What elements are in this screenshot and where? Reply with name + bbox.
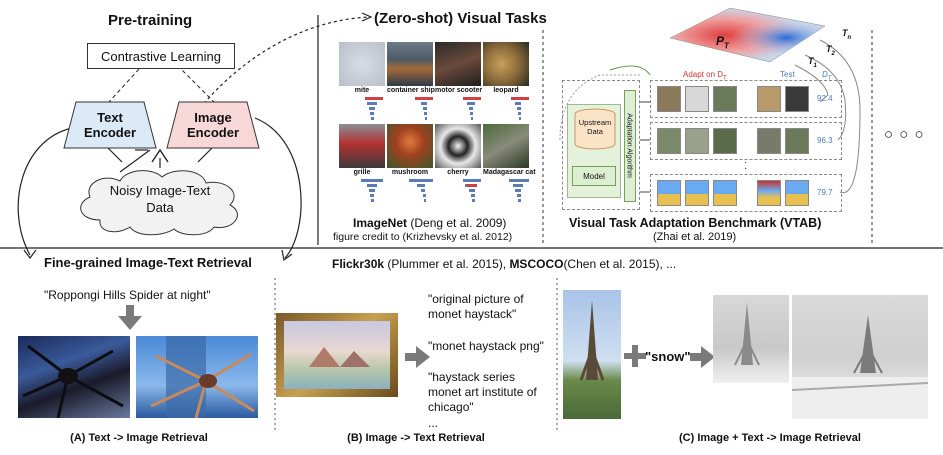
imagenet-grid: mite container ship motor scooter leopar…	[337, 42, 536, 210]
class-label: leopard	[493, 87, 519, 94]
retrieval-datasets: Flickr30k (Plummer et al. 2015), MSCOCO(…	[332, 257, 677, 271]
image-encoder-shape	[166, 101, 260, 149]
task-distribution-surface	[669, 7, 826, 63]
caption-b: (B) Image -> Text Retrieval	[347, 432, 485, 444]
b-text-4: ...	[428, 416, 439, 430]
container-ship-image	[387, 42, 433, 86]
t-n-label: Tn	[842, 28, 852, 41]
task-row-1: 92.4	[650, 80, 842, 118]
eiffel-tower-photo	[563, 290, 621, 419]
noisy-data-cloud	[80, 170, 238, 236]
b-text-3: "haystack series monet art institute of …	[428, 370, 537, 414]
text-encoder-label: Text Encoder	[83, 110, 136, 140]
zeroshot-title: (Zero-shot) Visual Tasks	[374, 10, 547, 27]
b-text-2: "monet haystack png"	[428, 339, 544, 353]
c-snow-word: "snow"	[645, 349, 691, 364]
imagenet-cite: (Deng et al. 2009)	[407, 216, 507, 230]
pretraining-title: Pre-training	[108, 12, 193, 29]
noisy-data-label: Noisy Image-Text Data	[109, 183, 211, 215]
class-label: motor scooter	[435, 87, 483, 94]
mushroom-image	[387, 124, 433, 168]
mite-image	[339, 42, 385, 86]
class-label: mite	[354, 87, 370, 94]
adaptation-algorithm-label: Adaptation Algorithm	[625, 113, 633, 178]
a-query-text: "Roppongi Hills Spider at night"	[44, 288, 211, 302]
spider-night-photo-1	[18, 336, 130, 418]
class-label: mushroom	[391, 169, 429, 176]
imagenet-citation: ImageNet (Deng et al. 2009)	[353, 216, 506, 230]
image-encoder-label: Image Encoder	[186, 110, 239, 140]
text-encoder-shape	[63, 101, 157, 149]
cherry-image	[435, 124, 481, 168]
class-label: Madagascar cat	[483, 169, 536, 176]
snowy-eiffel-photo-1	[713, 295, 789, 383]
retrieval-title: Fine-grained Image-Text Retrieval	[44, 255, 252, 270]
upstream-data-cylinder	[574, 108, 616, 150]
prediction-bars-row2	[361, 179, 529, 202]
task-row-2: 96.3	[650, 122, 842, 160]
leopard-image	[483, 42, 529, 86]
vtab-score: 96.3	[817, 136, 833, 145]
t-2-label: T2	[826, 44, 835, 57]
vtab-title: Visual Task Adaptation Benchmark (VTAB)	[569, 216, 822, 230]
snowy-eiffel-photo-2	[792, 295, 928, 419]
motor-scooter-image	[435, 42, 481, 86]
adaptation-algorithm-bar	[624, 90, 636, 202]
upstream-data-label: Upstream Data	[578, 118, 612, 136]
d-t-label: DT	[822, 70, 832, 82]
b-text-1: "original picture of monet haystack"	[428, 292, 524, 321]
monet-painting-frame	[276, 313, 398, 397]
model-box: Model	[572, 166, 616, 186]
grille-image	[339, 124, 385, 168]
caption-a: (A) Text -> Image Retrieval	[70, 432, 208, 444]
vtab-score: 92.4	[817, 94, 833, 103]
contrastive-learning-box: Contrastive Learning	[87, 43, 235, 69]
vtab-citation: (Zhai et al. 2019)	[653, 231, 737, 243]
madagascar-cat-image	[483, 124, 529, 168]
more-tasks-ellipsis: ○ ○ ○	[884, 126, 925, 143]
class-label: cherry	[447, 169, 469, 176]
t-1-label: T1	[808, 56, 817, 69]
task-row-3: 79.7	[650, 174, 842, 212]
test-label: Test	[780, 70, 795, 79]
spider-night-photo-2	[136, 336, 258, 418]
upstream-pipeline-box	[562, 80, 640, 210]
class-label: grille	[353, 169, 371, 176]
vtab-score: 79.7	[817, 188, 833, 197]
caption-c: (C) Image + Text -> Image Retrieval	[679, 432, 861, 444]
adapt-on-label: Adapt on DT	[683, 70, 727, 82]
prediction-bars-row1	[365, 97, 529, 120]
imagenet-credit: figure credit to (Krizhevsky et al. 2012…	[333, 231, 513, 243]
imagenet-title: ImageNet	[353, 216, 408, 230]
monet-painting	[284, 321, 390, 389]
class-label: container ship	[387, 87, 435, 94]
p-t-label: PT	[716, 34, 729, 51]
